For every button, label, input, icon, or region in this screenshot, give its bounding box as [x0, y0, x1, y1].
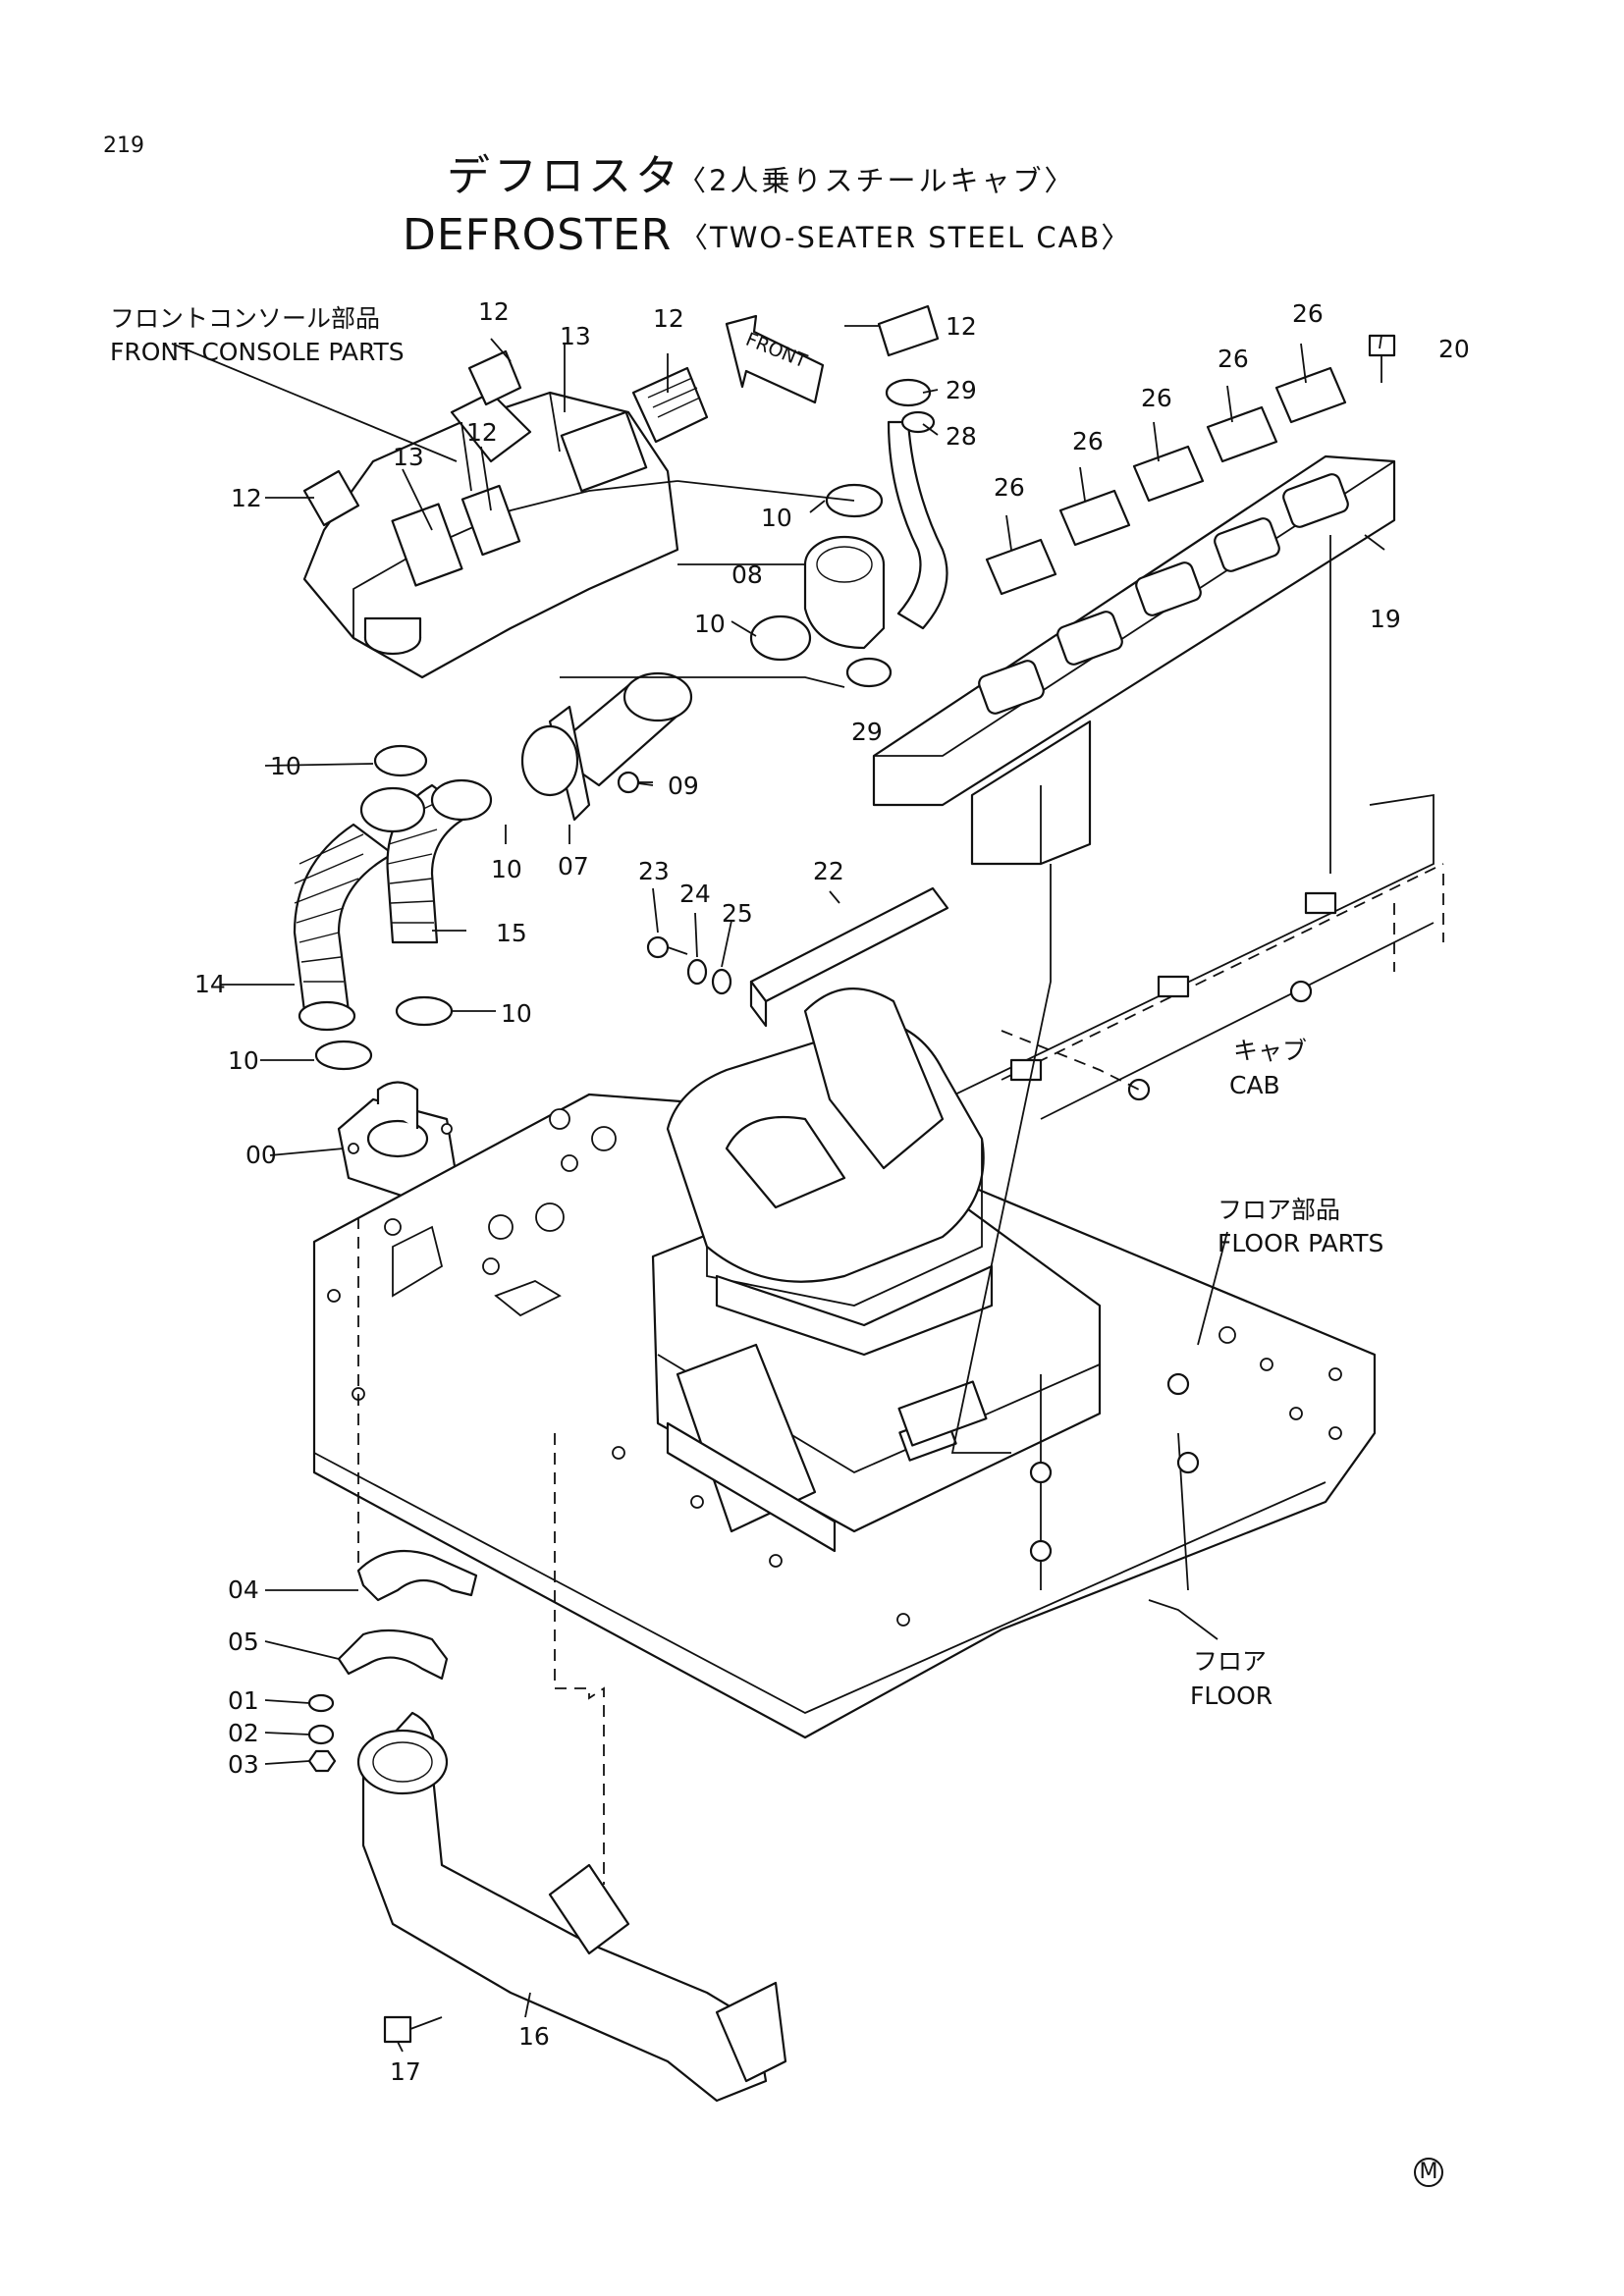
- subtitle-japanese: 〈2人乗りスチールキャブ〉: [677, 164, 1076, 197]
- part-number-10: 10: [491, 855, 522, 883]
- subtitle-english: 〈TWO-SEATER STEEL CAB〉: [679, 221, 1132, 254]
- screw-09: [617, 771, 653, 794]
- part-number-22: 22: [813, 857, 844, 885]
- part-number-24: 24: [679, 880, 711, 908]
- rail-22: [749, 886, 949, 1028]
- part-number-28: 28: [946, 422, 977, 451]
- part-number-10: 10: [694, 610, 726, 638]
- part-number-09: 09: [668, 772, 699, 800]
- page-number: 219: [103, 133, 144, 158]
- hose-14: [293, 823, 395, 1032]
- part-number-23: 23: [638, 857, 670, 885]
- clamp-10-left: [373, 744, 428, 777]
- operator-seat: [666, 988, 994, 1357]
- part-number-29: 29: [851, 718, 883, 746]
- part-number-26: 26: [1141, 384, 1172, 412]
- bracket-05: [337, 1629, 449, 1681]
- clamp-10-left-low: [314, 1040, 373, 1071]
- part-number-00: 00: [245, 1141, 277, 1169]
- part-number-15: 15: [496, 919, 527, 947]
- clamp-29-upper: [885, 378, 932, 407]
- part-number-02: 02: [228, 1719, 259, 1747]
- front-console-assembly: [302, 391, 679, 679]
- title-japanese: デフロスタ: [447, 151, 682, 201]
- duct-07: [520, 671, 693, 822]
- part-number-03: 03: [228, 1750, 259, 1779]
- part-number-16: 16: [518, 2022, 550, 2051]
- m-mark-symbol: M: [1414, 2158, 1443, 2187]
- bolt-23: [646, 935, 688, 959]
- washer-24: [686, 958, 708, 986]
- front-console-label-jp: フロントコンソール部品: [110, 304, 381, 333]
- part-number-25: 25: [722, 899, 753, 928]
- floor-label-en: FLOOR: [1190, 1682, 1273, 1710]
- cab-label-jp: キャブ: [1233, 1037, 1308, 1065]
- duct-adaptor-00: [337, 1081, 459, 1204]
- screw-20: [1368, 334, 1396, 383]
- part-number-12: 12: [466, 418, 498, 447]
- part-number-13: 13: [560, 322, 591, 350]
- title-english: DEFROSTER: [403, 210, 673, 260]
- part-number-07: 07: [558, 852, 589, 881]
- cab-frame: [834, 793, 1444, 1130]
- clamp-10-right-low: [395, 995, 454, 1027]
- vent-26-set: [985, 366, 1347, 596]
- part-number-04: 04: [228, 1575, 259, 1604]
- part-number-10: 10: [270, 752, 301, 780]
- part-number-10: 10: [761, 504, 792, 532]
- clamp-29-lower: [845, 657, 893, 688]
- assembly-dash-lines: [357, 535, 1331, 1885]
- front-direction-arrow: [725, 314, 825, 404]
- floor-duct-16: [356, 1711, 787, 2103]
- washer-02: [307, 1724, 335, 1745]
- hose-08: [803, 535, 886, 650]
- part-number-08: 08: [731, 561, 763, 589]
- defroster-duct-19: [872, 454, 1396, 866]
- vent-12-upper-right: [631, 366, 709, 444]
- cab-label-en: CAB: [1229, 1071, 1280, 1099]
- front-console-label-en: FRONT CONSOLE PARTS: [110, 338, 405, 366]
- vent-12-top: [467, 349, 522, 406]
- part-number-01: 01: [228, 1686, 259, 1715]
- part-number-17: 17: [390, 2057, 421, 2086]
- hose-28: [887, 410, 948, 630]
- part-number-05: 05: [228, 1628, 259, 1656]
- part-number-19: 19: [1370, 605, 1401, 633]
- washer-01: [307, 1693, 335, 1713]
- washer-25: [711, 968, 732, 995]
- part-number-10: 10: [228, 1046, 259, 1075]
- part-number-12: 12: [946, 312, 977, 341]
- vent-12-left: [302, 469, 360, 527]
- part-number-12: 12: [478, 297, 510, 326]
- part-number-26: 26: [1218, 345, 1249, 373]
- floor-parts-label-jp: フロア部品: [1218, 1196, 1341, 1224]
- part-number-12: 12: [231, 484, 262, 512]
- vent-12-upper: [877, 304, 940, 357]
- nut-03: [307, 1749, 337, 1773]
- part-number-20: 20: [1438, 335, 1470, 363]
- floor-label-jp: フロア: [1193, 1647, 1268, 1676]
- part-number-14: 14: [194, 970, 226, 998]
- part-number-12: 12: [653, 304, 684, 333]
- leader-lines: [171, 325, 1385, 2053]
- part-number-29: 29: [946, 376, 977, 404]
- part-number-26: 26: [1292, 299, 1324, 328]
- part-number-10: 10: [501, 999, 532, 1028]
- part-number-26: 26: [994, 473, 1025, 502]
- hose-15: [359, 778, 493, 944]
- part-number-26: 26: [1072, 427, 1104, 455]
- clamp-10-mid: [749, 614, 812, 662]
- floor-parts-label-en: FLOOR PARTS: [1218, 1229, 1384, 1257]
- bolt-17: [383, 2015, 443, 2044]
- part-number-13: 13: [393, 443, 424, 471]
- bracket-04: [356, 1549, 478, 1602]
